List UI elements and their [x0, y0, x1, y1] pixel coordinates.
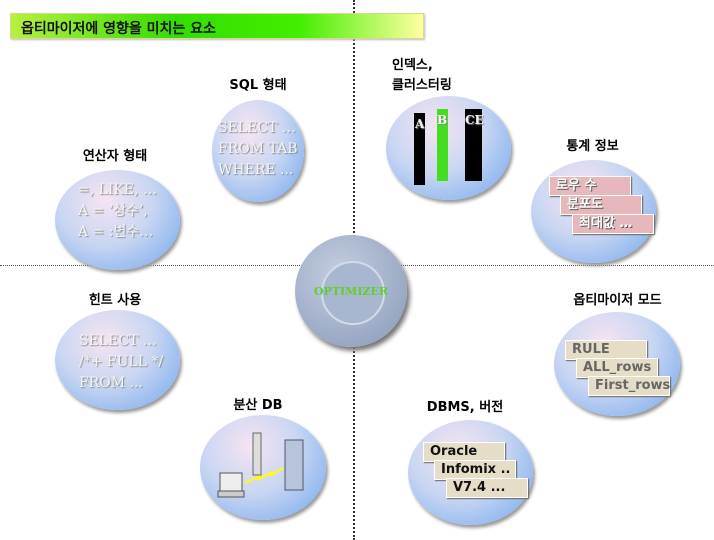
hint-lines: SELECT … /*+ FULL */ FROM ... [79, 331, 163, 394]
hint-line: /*+ FULL */ [79, 354, 164, 370]
index-bubble [386, 96, 511, 200]
sql-label: SQL 형태 [229, 78, 287, 93]
distributed-bubble [200, 415, 326, 520]
network-computers-icon [217, 432, 304, 498]
stats-card: 분포도 [560, 195, 642, 215]
index-bar-a [414, 113, 425, 185]
stats-card: 로우 수 [549, 176, 631, 196]
dbms-label: DBMS, 버전 [426, 400, 504, 415]
mode-label: 옵티마이저 모드 [573, 293, 662, 308]
bar-label: B [437, 113, 448, 127]
optimizer-dial: OPTIMIZER [295, 235, 407, 347]
operator-line: =, LIKE, … [78, 182, 158, 198]
hint-label: 힌트 사용 [88, 293, 142, 308]
stats-label: 통계 정보 [566, 139, 619, 154]
sql-line: SELECT … [218, 120, 296, 136]
sql-lines: SELECT … FROM TAB WHERE ... [218, 118, 298, 181]
sql-bubble [212, 100, 304, 202]
distributed-label: 분산 DB [233, 398, 283, 413]
dbms-card: Oracle [423, 442, 505, 462]
index-bar-ce [465, 109, 482, 181]
hint-line: SELECT … [79, 333, 157, 349]
operator-line: A = :변수… [78, 224, 154, 240]
operator-label: 연산자 형태 [82, 149, 148, 164]
optimizer-label: OPTIMIZER [313, 285, 389, 298]
dbms-card: Infomix .. [434, 460, 516, 480]
title-banner: 옵티마이저에 영향을 미치는 요소 [10, 13, 424, 39]
sql-line: FROM TAB [218, 141, 298, 157]
mode-card: ALL_rows [576, 358, 658, 378]
mode-card: RULE [565, 340, 647, 360]
index-label: 인덱스, 클러스터링 [392, 56, 452, 96]
bar-label: CE [465, 113, 484, 127]
index-bar-b [437, 109, 448, 181]
operator-lines: =, LIKE, … A = ‘상수’, A = :변수… [78, 180, 157, 243]
operator-bubble [55, 170, 180, 270]
index-label-line: 인덱스, [392, 58, 433, 73]
bar-label: A [415, 117, 425, 131]
mode-card: First_rows [588, 376, 670, 396]
hint-bubble [55, 310, 180, 410]
stats-card: 최대값 … [572, 214, 654, 234]
index-label-line: 클러스터링 [392, 78, 452, 93]
dbms-card: V7.4 ... [446, 478, 528, 498]
hint-line: FROM ... [79, 375, 143, 391]
sql-line: WHERE ... [218, 162, 294, 178]
page-title: 옵티마이저에 영향을 미치는 요소 [21, 21, 216, 37]
operator-line: A = ‘상수’, [78, 203, 148, 219]
